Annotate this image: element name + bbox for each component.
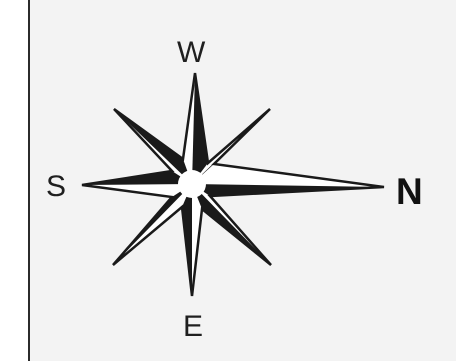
west-label: W <box>177 38 205 68</box>
north-label: N <box>396 173 423 210</box>
south-label: S <box>46 172 66 202</box>
east-label: E <box>183 312 203 342</box>
